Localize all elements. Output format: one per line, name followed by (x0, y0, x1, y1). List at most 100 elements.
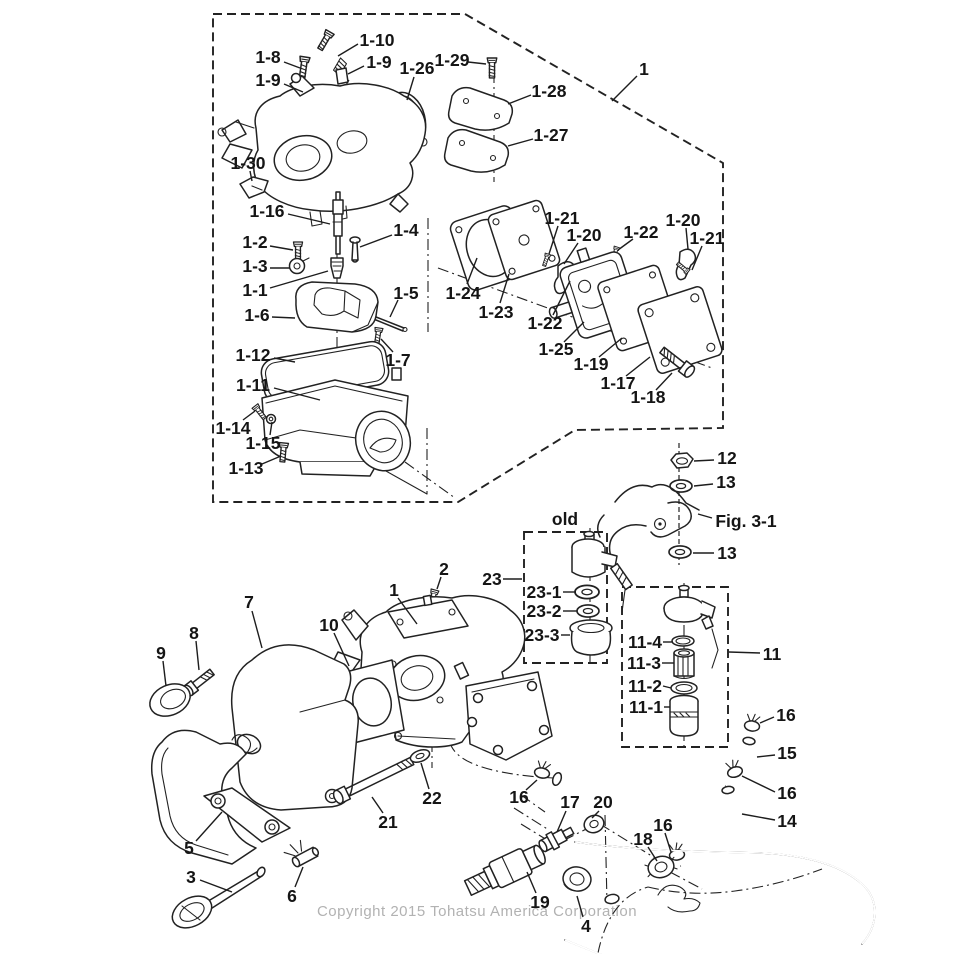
leader-line-1-25 (563, 321, 585, 343)
part-label-1-2: 1-2 (242, 232, 268, 252)
filter-element-11-3 (673, 648, 695, 680)
leader-line-3 (199, 879, 233, 893)
leader-line-11 (728, 651, 761, 654)
part-label-19: 19 (530, 892, 550, 912)
part-label-1-29: 1-29 (434, 50, 469, 70)
leader-line-1-2 (269, 245, 294, 251)
old-pump-body-23 (571, 530, 633, 613)
washer-1-3 (288, 257, 310, 275)
leader-line-1-12 (273, 357, 296, 363)
part-label-1-8: 1-8 (255, 47, 281, 67)
silencer-cover-7 (230, 644, 359, 811)
part-label-1-30: 1-30 (230, 153, 265, 173)
nut-1-15 (265, 413, 277, 425)
leader-line-14 (741, 813, 776, 821)
screw-1-10 (315, 28, 335, 53)
part-label-4: 4 (581, 916, 591, 936)
leader-line-1-18 (655, 372, 673, 391)
part-label-1-11: 1-11 (236, 375, 270, 395)
leader-line-1-20 (563, 242, 579, 265)
part-label-13: 13 (717, 543, 737, 563)
leader-line-5 (195, 811, 223, 842)
part-label-18: 18 (633, 829, 653, 849)
check-valve-1-20b (675, 248, 697, 281)
washer-23-2 (576, 604, 600, 618)
carburetor-detail-box (212, 13, 724, 503)
part-label-14: 14 (777, 811, 797, 831)
leader-line-1-8 (283, 61, 301, 69)
oring-11-2 (670, 681, 698, 695)
upper-carburetor-assembly (217, 28, 514, 477)
pin-1-4 (349, 236, 361, 263)
leader-line-1-20 (685, 227, 689, 250)
part-label-15: 15 (777, 743, 797, 763)
leader-line-Fig. 3-1 (697, 513, 713, 519)
part-label-16: 16 (653, 815, 673, 835)
leader-line-1 (397, 597, 418, 625)
part-label-7: 7 (244, 592, 254, 612)
leader-line-21 (371, 796, 384, 814)
part-label-1-22: 1-22 (623, 222, 658, 242)
part-label-1-24: 1-24 (445, 283, 480, 303)
leader-line-1-17 (625, 356, 651, 377)
leader-line-15 (756, 754, 776, 758)
hose-15-end (742, 736, 756, 746)
part-label-1-26: 1-26 (399, 58, 434, 78)
leader-line-16 (525, 779, 538, 791)
washer-20 (583, 814, 605, 834)
part-label-1-20: 1-20 (566, 225, 601, 245)
part-label-12: 12 (717, 448, 737, 468)
grommet-4 (562, 866, 592, 892)
float-pin-1-5 (375, 316, 408, 333)
grommet-18 (644, 855, 678, 879)
part-label-17: 17 (560, 792, 579, 812)
leader-line-1-23 (499, 273, 510, 304)
part-label-2: 2 (439, 559, 449, 579)
leader-line-1-16 (287, 213, 331, 225)
leader-line-10 (333, 632, 350, 667)
pump-cover-assembled (453, 661, 553, 761)
part-label-16: 16 (776, 705, 796, 725)
main-jet-1-1 (330, 257, 344, 279)
leader-line-7 (251, 610, 263, 649)
leader-line-1-21 (691, 245, 703, 271)
cap-9 (149, 683, 191, 717)
leader-line-1-13 (261, 455, 282, 465)
part-label-1-9: 1-9 (366, 52, 392, 72)
fuel-cock-19 (463, 844, 546, 897)
part-label-11-2: 11-2 (628, 676, 662, 696)
leader-line-1-5 (389, 299, 399, 318)
leader-line-16 (741, 775, 776, 793)
part-label-1-9: 1-9 (255, 70, 281, 90)
part-label-1-6: 1-6 (244, 305, 270, 325)
center-carburetor-assembly (149, 588, 553, 929)
leader-line-4 (576, 895, 584, 918)
old-pump-box (523, 531, 608, 664)
part-label-23-1: 23-1 (526, 582, 561, 602)
screw-1-18 (659, 346, 696, 378)
part-label-1-15: 1-15 (245, 433, 280, 453)
part-label-1-3: 1-3 (242, 256, 268, 276)
leader-line-1-26 (406, 76, 415, 101)
part-label-1-12: 1-12 (235, 345, 270, 365)
filter-head (663, 584, 719, 669)
part-label-11-4: 11-4 (628, 632, 662, 652)
leader-line-2 (436, 576, 442, 590)
part-label-1-13: 1-13 (228, 458, 263, 478)
part-label-9: 9 (156, 643, 166, 663)
leader-line-1-1 (269, 270, 329, 289)
part-label-1-21: 1-21 (544, 208, 579, 228)
part-label-5: 5 (184, 838, 194, 858)
part-label-1-18: 1-18 (630, 387, 665, 407)
part-label-1-10: 1-10 (359, 30, 394, 50)
part-label-1-27: 1-27 (533, 125, 568, 145)
leader-line-6 (294, 866, 304, 888)
part-label-1: 1 (639, 59, 649, 79)
fuel-pump-exploded (449, 199, 723, 378)
part-label-8: 8 (189, 623, 199, 643)
leader-line-1-4 (359, 234, 393, 248)
clamp-16-b (743, 712, 762, 733)
leader-line-1-15 (269, 421, 273, 436)
part-label-1-22: 1-22 (527, 313, 562, 333)
